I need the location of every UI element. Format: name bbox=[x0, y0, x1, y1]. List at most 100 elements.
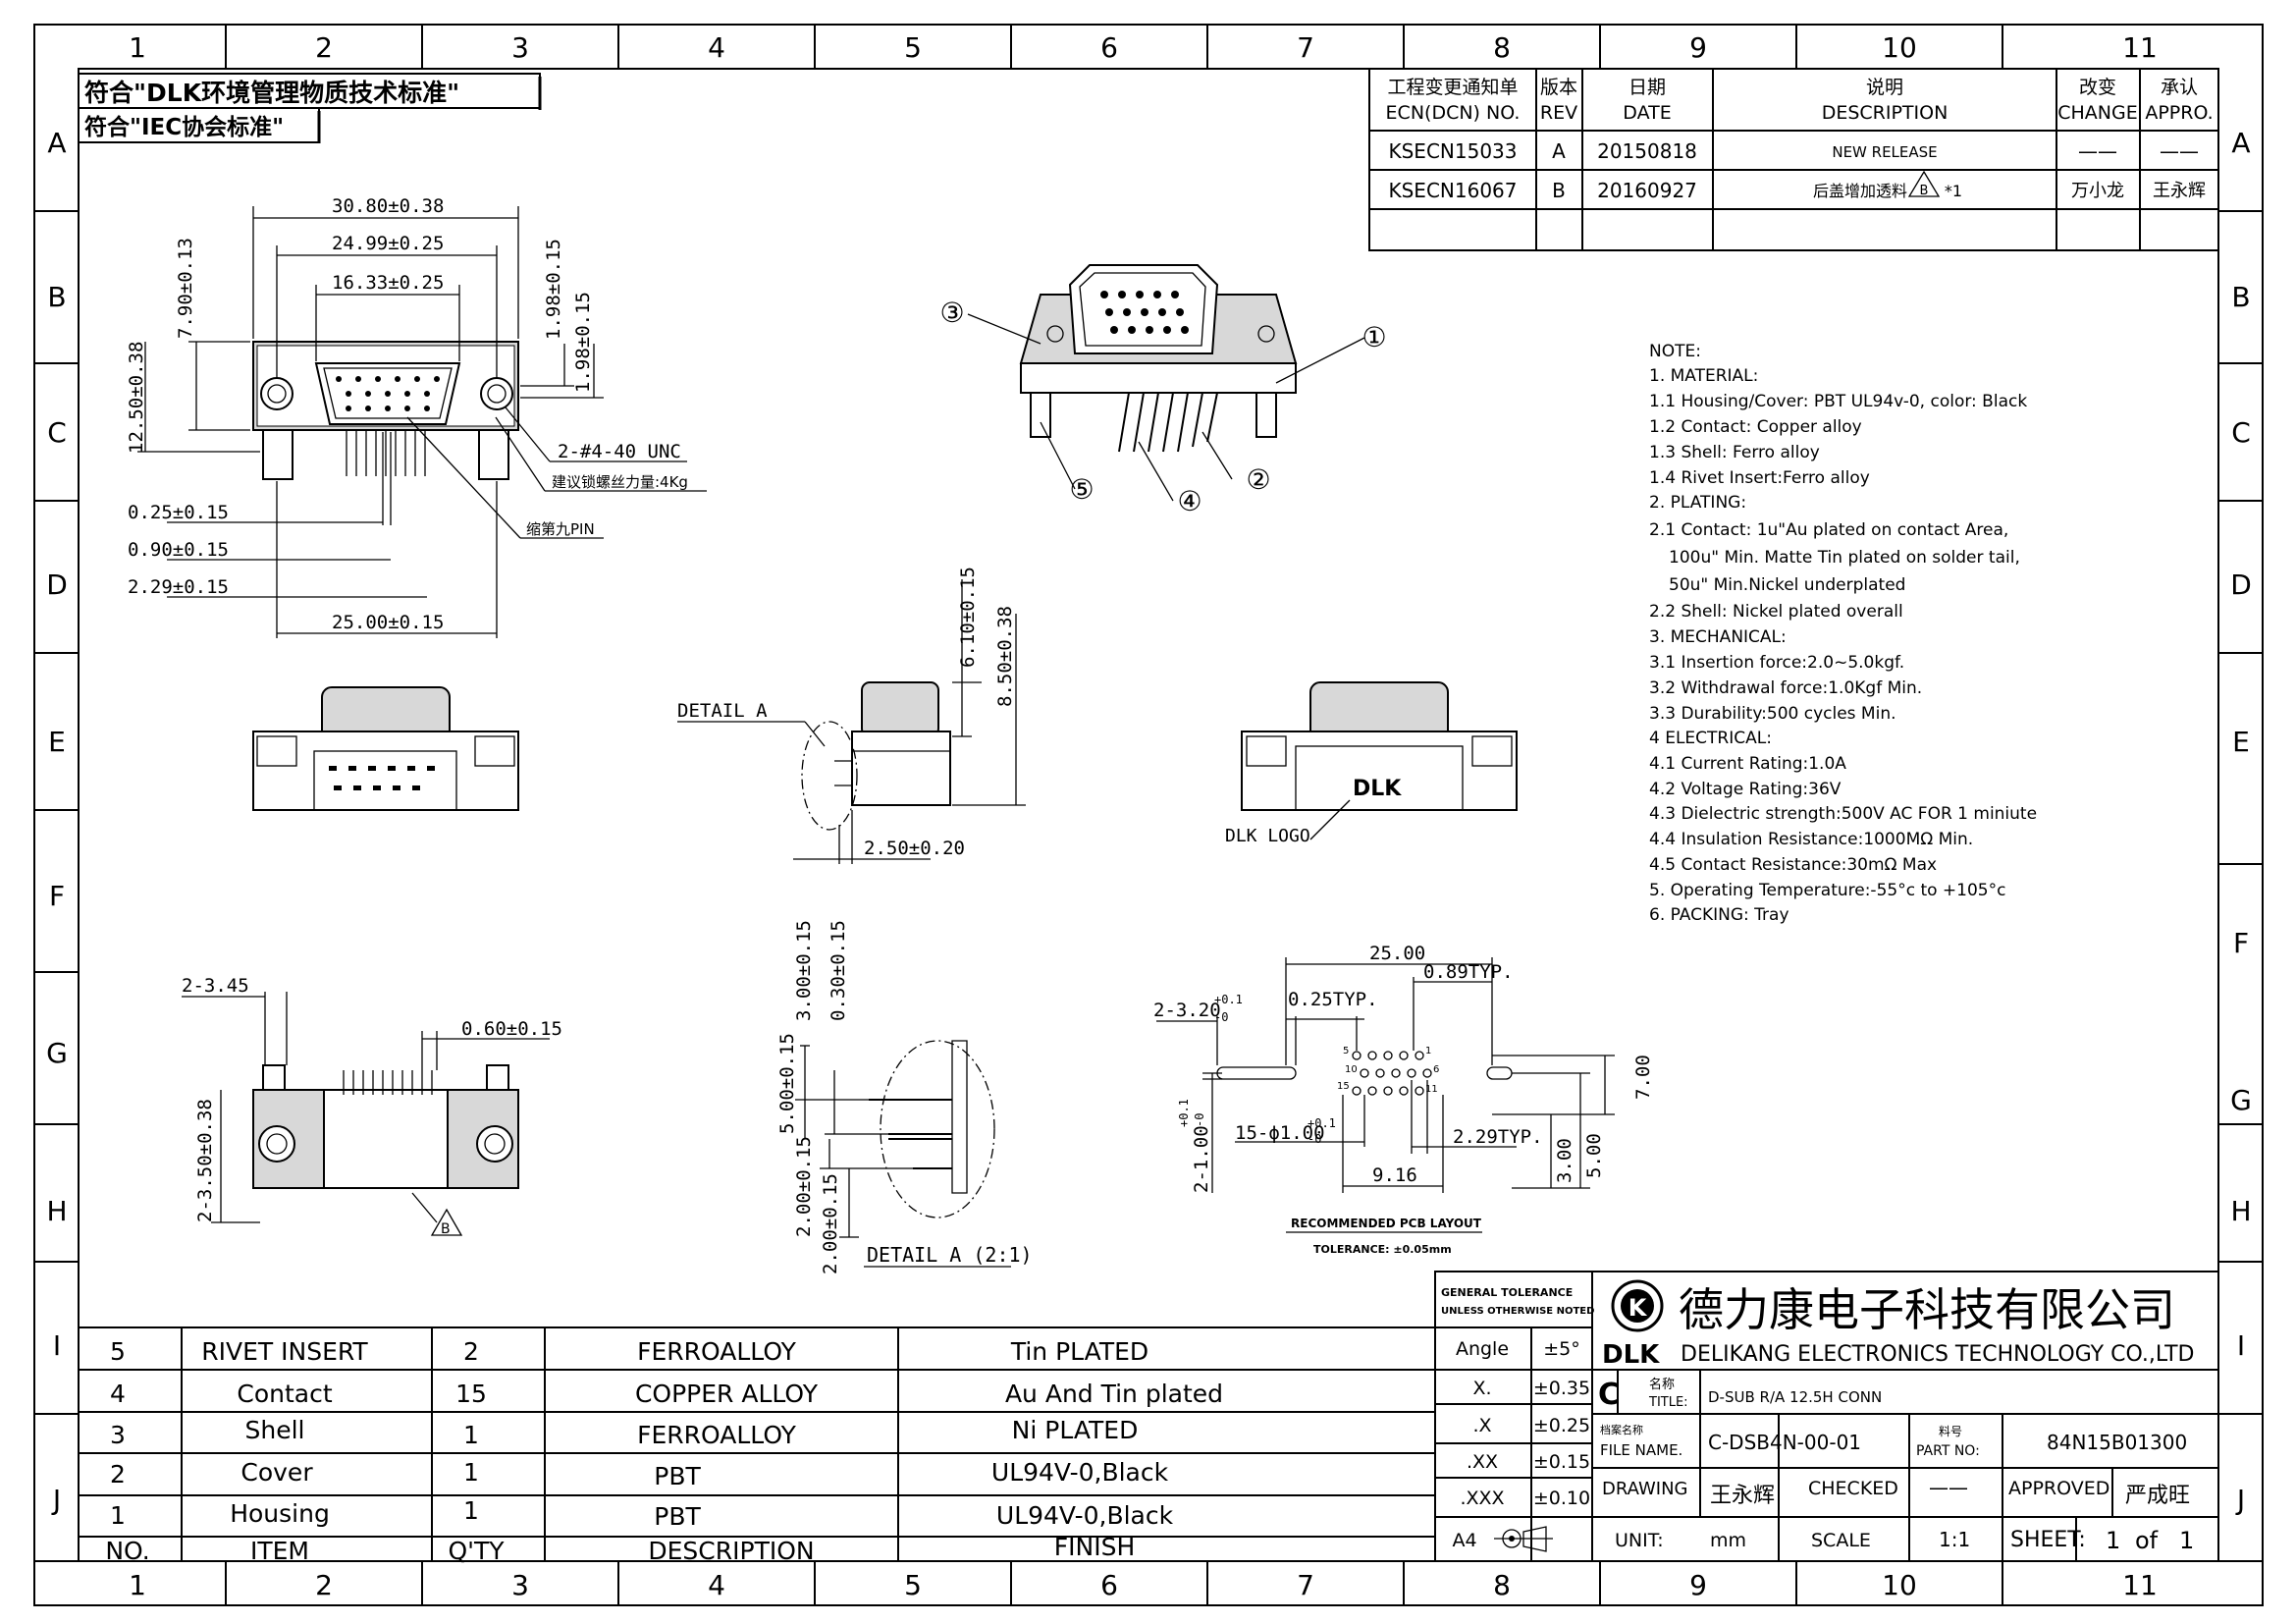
row-label: H bbox=[2230, 1195, 2251, 1227]
rev-header-ecn-cn: 工程变更通知单 bbox=[1387, 77, 1518, 98]
pcb-dim-d7: 9.16 bbox=[1372, 1164, 1417, 1186]
detail-a-title: DETAIL A (2:1) bbox=[867, 1243, 1033, 1267]
bottom-rev-mark: B bbox=[441, 1221, 451, 1237]
bom-header-finish: FINISH bbox=[1054, 1533, 1136, 1561]
note-line: 5. Operating Temperature:-55°c to +105°c bbox=[1649, 881, 2005, 900]
rear-view: DLK DLK LOGO bbox=[1225, 681, 1518, 846]
col-label: 8 bbox=[1493, 1569, 1511, 1601]
projection-symbol-icon bbox=[1494, 1526, 1553, 1552]
bom-qty: 1 bbox=[463, 1421, 479, 1449]
rev-row-suffix: *1 bbox=[1945, 182, 1962, 200]
sheet-label: SHEET: bbox=[2010, 1528, 2086, 1552]
note-line: 3.1 Insertion force:2.0~5.0kgf. bbox=[1649, 653, 1904, 673]
rev-row-appro: —— bbox=[2160, 139, 2199, 163]
bom-no: 5 bbox=[110, 1337, 126, 1366]
col-label: 11 bbox=[2122, 31, 2158, 64]
note-line: 4.3 Dielectric strength:500V AC FOR 1 mi… bbox=[1649, 804, 2037, 824]
dim-front-width: 30.80±0.38 bbox=[332, 195, 444, 217]
dim-side-depth: 2.50±0.20 bbox=[864, 838, 965, 859]
row-label: F bbox=[2233, 927, 2249, 959]
company-name-en: DELIKANG ELECTRONICS TECHNOLOGY CO.,LTD bbox=[1681, 1342, 2194, 1367]
pcb-dim-d5-sub: -0 bbox=[1308, 1132, 1321, 1146]
bom-header-item: ITEM bbox=[250, 1537, 309, 1565]
file-name: C-DSB4N-00-01 bbox=[1708, 1431, 1861, 1454]
tolerance-block: GENERAL TOLERANCE UNLESS OTHERWISE NOTED… bbox=[1434, 1271, 1594, 1562]
row-label: H bbox=[46, 1195, 67, 1227]
note-line: 4 ELECTRICAL: bbox=[1649, 729, 1772, 748]
col-label: 2 bbox=[315, 1569, 333, 1601]
note-line: 1.3 Shell: Ferro alloy bbox=[1649, 443, 1820, 462]
bom-item: Shell bbox=[245, 1416, 305, 1444]
rev-header-rev-cn: 版本 bbox=[1540, 77, 1577, 98]
part-number: 84N15B01300 bbox=[2047, 1431, 2187, 1454]
approved-label: APPROVED bbox=[2008, 1478, 2109, 1499]
rev-row-change: 万小龙 bbox=[2071, 181, 2124, 201]
pcb-dim-d11-sup: +0.1 bbox=[1177, 1099, 1191, 1127]
col-label: 6 bbox=[1100, 31, 1118, 64]
dim-front-d8: 0.25±0.15 bbox=[128, 502, 229, 523]
col-label: 5 bbox=[904, 1569, 922, 1601]
col-label: 10 bbox=[1882, 31, 1917, 64]
pcb-dim-d3: 2-3.20 bbox=[1153, 1000, 1221, 1021]
row-label: B bbox=[2231, 281, 2250, 313]
rev-header-ecn-en: ECN(DCN) NO. bbox=[1386, 102, 1521, 124]
bom-qty: 2 bbox=[463, 1337, 479, 1366]
dim-front-d10: 2.29±0.15 bbox=[128, 576, 229, 598]
bom-no: 1 bbox=[110, 1501, 126, 1530]
pcb-pin-5: 5 bbox=[1343, 1046, 1349, 1056]
bom-finish: Tin PLATED bbox=[1010, 1337, 1148, 1366]
pcb-tolerance: TOLERANCE: ±0.05mm bbox=[1313, 1243, 1452, 1256]
bom-item: Cover bbox=[240, 1458, 313, 1487]
drawing-by: 王永辉 bbox=[1710, 1484, 1775, 1508]
isometric-view: ① ② ③ ④ ⑤ bbox=[939, 264, 1387, 517]
company-name-cn: 德力康电子科技有限公司 bbox=[1679, 1283, 2175, 1336]
scale-value: 1:1 bbox=[1939, 1528, 1970, 1551]
dim-front-d5: 12.50±0.38 bbox=[126, 342, 147, 454]
pcb-pin-10: 10 bbox=[1345, 1064, 1358, 1075]
bom-no: 4 bbox=[110, 1380, 126, 1408]
row-label: J bbox=[51, 1484, 61, 1516]
rev-triangle-icon bbox=[1907, 170, 1941, 197]
dim-detail-d2: 0.30±0.15 bbox=[828, 920, 849, 1021]
pcb-pin-6: 6 bbox=[1433, 1064, 1439, 1075]
col-label: 7 bbox=[1297, 1569, 1314, 1601]
approved-by: 严成旺 bbox=[2125, 1484, 2190, 1508]
rev-row-appro: 王永辉 bbox=[2153, 181, 2206, 201]
col-label: 4 bbox=[708, 31, 725, 64]
row-label: D bbox=[46, 568, 68, 601]
note-line: 4.1 Current Rating:1.0A bbox=[1649, 754, 1846, 774]
col-label: 1 bbox=[129, 1569, 146, 1601]
bom-qty: 15 bbox=[455, 1380, 487, 1408]
file-label-cn: 档案名称 bbox=[1600, 1423, 1643, 1436]
col-label: 2 bbox=[315, 31, 333, 64]
rev-header-date-en: DATE bbox=[1623, 102, 1671, 124]
dim-side-height: 6.10±0.15 bbox=[957, 567, 979, 668]
bom-qty: 1 bbox=[463, 1496, 479, 1525]
col-label: 1 bbox=[129, 31, 146, 64]
bom-finish: UL94V-0,Black bbox=[996, 1501, 1174, 1530]
pcb-dim-d5-sup: +0.1 bbox=[1308, 1116, 1336, 1130]
company-logo-icon: K bbox=[1611, 1279, 1664, 1332]
tol-angle-val: ±5° bbox=[1543, 1338, 1580, 1360]
balloon-1: ① bbox=[1362, 321, 1386, 353]
rear-logo: DLK bbox=[1353, 777, 1402, 801]
detail-a-label: DETAIL A bbox=[677, 700, 768, 722]
note-line: 4.2 Voltage Rating:36V bbox=[1649, 780, 1842, 799]
dim-detail-d4: 2.00±0.15 bbox=[793, 1136, 815, 1237]
row-label: J bbox=[2235, 1484, 2245, 1516]
front-elevation bbox=[252, 686, 519, 811]
pcb-dim-d8: 7.00 bbox=[1632, 1055, 1654, 1100]
sheet-total: 1 bbox=[2179, 1527, 2194, 1554]
dim-detail-d3: 5.00±0.15 bbox=[776, 1033, 798, 1134]
outer-border bbox=[33, 24, 2264, 1606]
dim-front-pitch: 25.00±0.15 bbox=[332, 612, 444, 633]
rev-row-desc: 后盖增加透料 bbox=[1813, 182, 1907, 200]
dim-front-d9: 0.90±0.15 bbox=[128, 539, 229, 561]
scale-label: SCALE bbox=[1811, 1530, 1871, 1551]
balloon-4: ④ bbox=[1177, 485, 1201, 517]
tol-val: ±0.10 bbox=[1533, 1488, 1590, 1509]
note-line: 1.1 Housing/Cover: PBT UL94v-0, color: B… bbox=[1649, 392, 2027, 411]
bom-desc: FERROALLOY bbox=[637, 1337, 797, 1366]
size-letter: C bbox=[1598, 1378, 1620, 1412]
